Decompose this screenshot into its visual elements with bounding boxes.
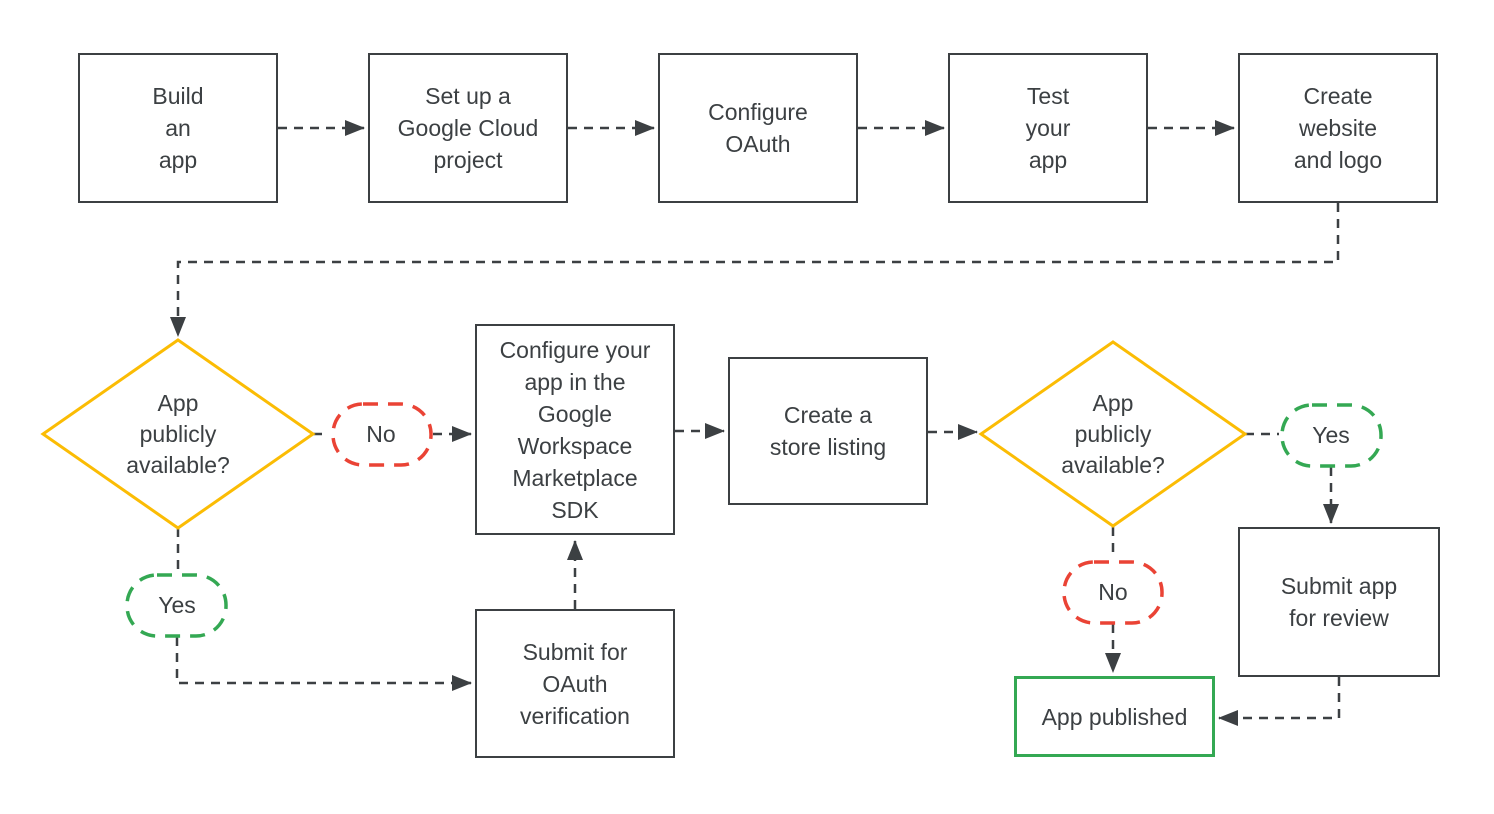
node-submit-oauth-verification: Submit for OAuth verification (475, 609, 675, 758)
decision-right-shape (978, 340, 1248, 528)
node-create-website-and-logo-label: Create website and logo (1293, 83, 1383, 173)
arrow-yes-to-suboauth (175, 637, 472, 691)
arrow-website-to-decision-left (170, 203, 1340, 337)
node-setup-google-cloud-project-label: Set up a Google Cloud project (397, 83, 539, 173)
node-test-your-app: Test your app (948, 53, 1148, 203)
node-build-app-label: Build an app (152, 83, 204, 173)
node-submit-app-for-review: Submit app for review (1238, 527, 1440, 677)
node-submit-app-for-review-label: Submit app for review (1280, 573, 1398, 631)
node-configure-oauth-label: Configure OAuth (708, 99, 808, 157)
arrow-review-to-published (1218, 677, 1341, 726)
node-build-app: Build an app (78, 53, 278, 203)
node-test-your-app-label: Test your app (1025, 83, 1071, 173)
node-create-website-and-logo: Create website and logo (1238, 53, 1438, 203)
no-left-oval (331, 402, 433, 467)
node-configure-oauth: Configure OAuth (658, 53, 858, 203)
no-right-oval (1062, 560, 1164, 625)
node-app-published-label: App published (1041, 703, 1188, 730)
yes-left-oval (125, 573, 228, 638)
node-configure-marketplace-sdk-label: Configure your app in the Google Workspa… (499, 336, 651, 523)
node-create-store-listing-label: Create a store listing (769, 402, 887, 460)
node-create-store-listing: Create a store listing (728, 357, 928, 505)
node-setup-google-cloud-project: Set up a Google Cloud project (368, 53, 568, 203)
node-app-published: App published (1014, 676, 1215, 757)
yes-right-oval (1280, 403, 1383, 468)
node-configure-marketplace-sdk: Configure your app in the Google Workspa… (475, 324, 675, 535)
decision-left-shape (40, 338, 316, 530)
node-submit-oauth-verification-label: Submit for OAuth verification (520, 638, 630, 729)
